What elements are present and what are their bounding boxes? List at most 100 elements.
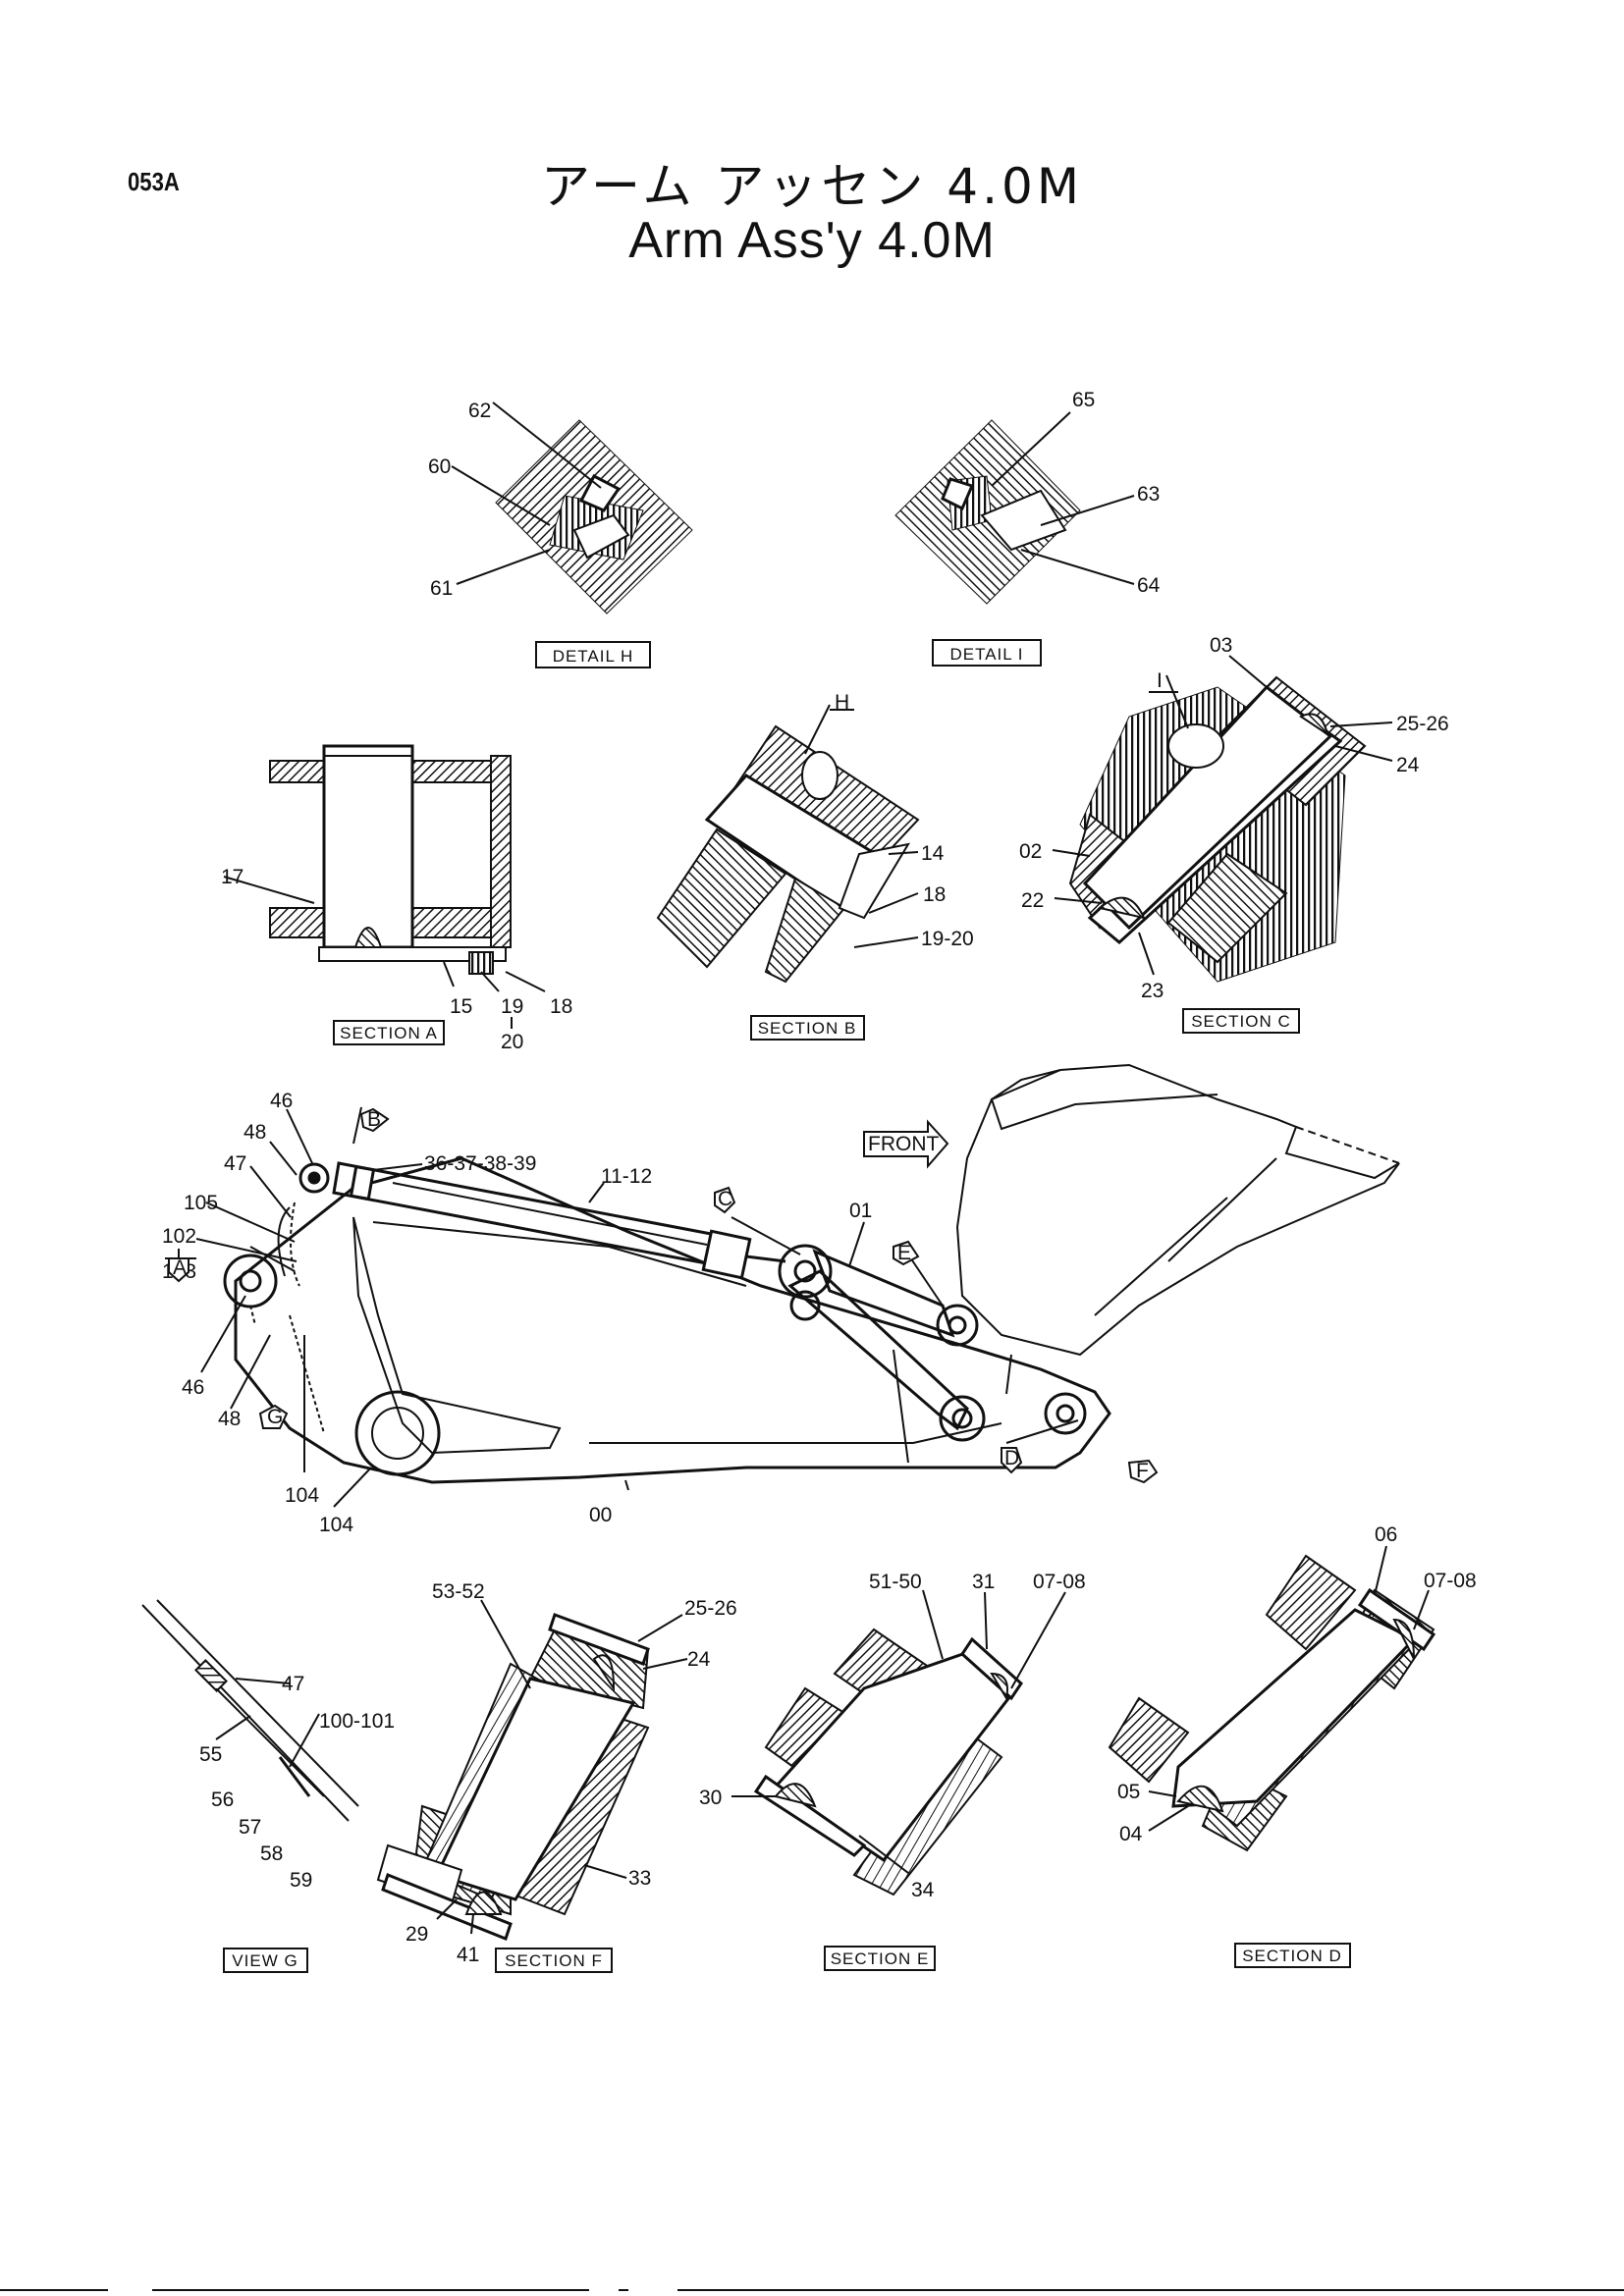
callout-23: 23 bbox=[1141, 980, 1164, 1002]
front-arrow: FRONT bbox=[863, 1119, 949, 1169]
callout-18b: 18 bbox=[923, 883, 946, 906]
callout-65: 65 bbox=[1072, 389, 1095, 411]
marker-a-text: A bbox=[173, 1256, 187, 1279]
callout-36-37-38-39: 36-37-38-39 bbox=[424, 1152, 536, 1175]
title-english: Arm Ass'y 4.0M bbox=[628, 212, 996, 269]
marker-c-top-arrow: C bbox=[714, 1186, 736, 1214]
main-labels: 46 48 47 105 102 103 46 48 104 104 36-37… bbox=[162, 1090, 872, 1536]
section-f bbox=[376, 1599, 688, 1941]
marker-f-text: F bbox=[1136, 1460, 1149, 1482]
label-detail-i: DETAIL I bbox=[949, 645, 1023, 664]
callout-07-08-e: 07-08 bbox=[1033, 1571, 1086, 1593]
callout-24-f: 24 bbox=[687, 1648, 711, 1671]
callout-62: 62 bbox=[468, 400, 491, 422]
callout-47-g: 47 bbox=[282, 1673, 304, 1695]
section-c: I 03 25-26 24 02 22 23 SECTION C bbox=[1019, 634, 1449, 1034]
callout-02: 02 bbox=[1019, 840, 1042, 863]
callout-29: 29 bbox=[406, 1923, 428, 1946]
callout-03: 03 bbox=[1210, 634, 1232, 657]
page-code: 053A bbox=[128, 167, 180, 196]
label-section-e: SECTION E bbox=[831, 1949, 930, 1968]
callout-57: 57 bbox=[239, 1816, 261, 1839]
marker-c-bottom-arrow: D bbox=[1001, 1447, 1023, 1474]
callout-07-08-d: 07-08 bbox=[1424, 1570, 1477, 1592]
callout-48-bottom: 48 bbox=[218, 1408, 241, 1430]
callout-51-50: 51-50 bbox=[869, 1571, 922, 1593]
callout-46-top: 46 bbox=[270, 1090, 293, 1112]
callout-64: 64 bbox=[1137, 574, 1161, 597]
section-e-labels: 51-50 31 07-08 30 34 SECTION E bbox=[699, 1571, 1086, 1971]
callout-17: 17 bbox=[221, 866, 244, 888]
callout-25-26-f: 25-26 bbox=[684, 1597, 737, 1620]
marker-g-arrow: G bbox=[258, 1404, 289, 1429]
callout-56: 56 bbox=[211, 1789, 234, 1811]
front-label: FRONT bbox=[868, 1133, 939, 1155]
main-callouts bbox=[195, 1108, 1079, 1508]
section-f-labels: 53-52 25-26 24 33 29 41 SECTION F bbox=[406, 1580, 737, 1973]
callout-60: 60 bbox=[428, 455, 451, 478]
label-section-f: SECTION F bbox=[505, 1951, 603, 1970]
callout-48-top: 48 bbox=[244, 1121, 266, 1144]
section-d bbox=[1108, 1545, 1436, 1852]
label-section-d: SECTION D bbox=[1242, 1947, 1342, 1965]
marker-c-top-text: C bbox=[718, 1188, 732, 1210]
callout-14: 14 bbox=[921, 842, 945, 865]
callout-63: 63 bbox=[1137, 483, 1160, 506]
callout-15: 15 bbox=[450, 995, 472, 1018]
callout-55: 55 bbox=[199, 1743, 222, 1766]
callout-01: 01 bbox=[849, 1200, 872, 1222]
callout-33: 33 bbox=[628, 1867, 651, 1890]
marker-i: I bbox=[1157, 669, 1163, 692]
section-b: H 14 18 19-20 SECTION B bbox=[656, 691, 974, 1041]
callout-102: 102 bbox=[162, 1225, 196, 1248]
callout-25-26: 25-26 bbox=[1396, 713, 1449, 735]
callout-04: 04 bbox=[1119, 1823, 1143, 1845]
detail-h: 62 60 61 DETAIL H bbox=[428, 400, 693, 668]
callout-104-upper: 104 bbox=[285, 1484, 319, 1507]
marker-e-text: E bbox=[897, 1242, 911, 1264]
view-g bbox=[141, 1599, 359, 1822]
marker-e-arrow: E bbox=[893, 1240, 920, 1266]
callout-105: 105 bbox=[184, 1192, 218, 1214]
marker-b-arrow: B bbox=[352, 1106, 390, 1145]
marker-b-text: B bbox=[367, 1108, 381, 1131]
callout-59: 59 bbox=[290, 1869, 312, 1892]
callout-46-bottom: 46 bbox=[182, 1376, 204, 1399]
callout-41: 41 bbox=[457, 1944, 479, 1966]
label-view-g: VIEW G bbox=[232, 1951, 298, 1970]
section-markers: A B C D E F G bbox=[165, 1106, 1159, 1484]
main-arm-view bbox=[223, 1063, 1400, 1484]
section-d-labels: 06 07-08 05 04 SECTION D bbox=[1117, 1523, 1477, 1968]
callout-104-lower: 104 bbox=[319, 1514, 353, 1536]
label-detail-h: DETAIL H bbox=[553, 647, 634, 666]
callout-11-12: 11-12 bbox=[601, 1165, 652, 1188]
label-section-a: SECTION A bbox=[340, 1024, 438, 1042]
callout-24: 24 bbox=[1396, 754, 1420, 776]
callout-05: 05 bbox=[1117, 1781, 1140, 1803]
marker-d-text: D bbox=[1004, 1447, 1019, 1469]
callout-58: 58 bbox=[260, 1842, 283, 1865]
callout-31: 31 bbox=[972, 1571, 995, 1593]
marker-h: H bbox=[835, 691, 849, 714]
callout-61: 61 bbox=[430, 577, 453, 600]
callout-19-20: 19-20 bbox=[921, 928, 974, 950]
label-section-c: SECTION C bbox=[1191, 1012, 1291, 1031]
callout-00: 00 bbox=[589, 1504, 612, 1526]
marker-f-arrow: F bbox=[1127, 1459, 1159, 1484]
callout-100-101: 100-101 bbox=[319, 1710, 395, 1733]
callout-47: 47 bbox=[224, 1152, 246, 1175]
callout-06: 06 bbox=[1375, 1523, 1397, 1546]
label-section-b: SECTION B bbox=[758, 1019, 857, 1038]
detail-i: 65 63 64 DETAIL I bbox=[894, 389, 1161, 667]
callout-18: 18 bbox=[550, 995, 572, 1018]
marker-g-text: G bbox=[267, 1406, 283, 1428]
title-japanese: アーム アッセン 4.0M bbox=[541, 158, 1083, 215]
callout-34: 34 bbox=[911, 1879, 935, 1901]
view-g-labels: 47 100-101 55 56 57 58 59 VIEW G bbox=[199, 1673, 395, 1973]
callout-20: 20 bbox=[501, 1031, 523, 1053]
callout-53-52: 53-52 bbox=[432, 1580, 485, 1603]
callout-22: 22 bbox=[1021, 889, 1044, 912]
callout-19: 19 bbox=[501, 995, 523, 1018]
callout-30: 30 bbox=[699, 1787, 722, 1809]
